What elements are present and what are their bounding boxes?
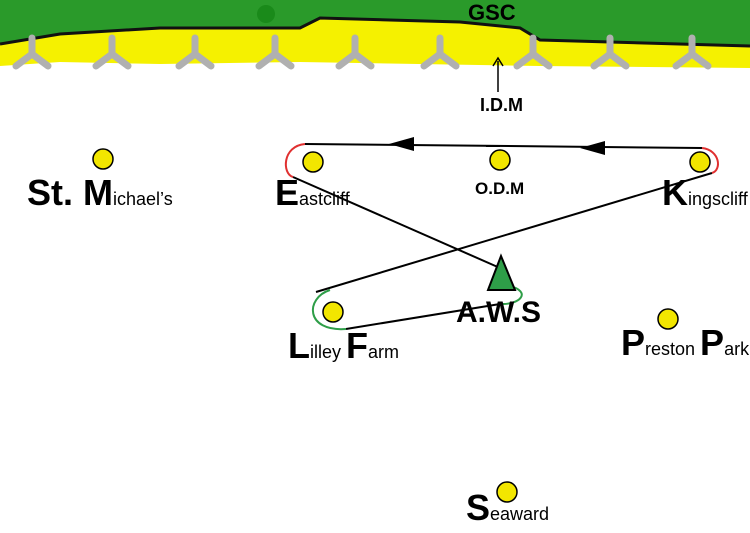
label-preston-initial: P (621, 322, 646, 363)
label-idm: I.D.M (480, 95, 523, 115)
idm-arrow-head (492, 56, 504, 67)
label-odm: O.D.M (475, 179, 525, 198)
label-st-michaels: St. Michael’s (27, 172, 173, 214)
label-lilley-initial: L (288, 325, 310, 366)
groyne-icon (590, 34, 630, 70)
label-preston-rest: reston (645, 339, 701, 359)
land-area (0, 0, 750, 46)
label-seaward: Seaward (466, 487, 549, 529)
lilley-turn-loop (311, 289, 347, 331)
label-eastcliff-initial: E (275, 172, 300, 213)
label-kingscliff: Kingscliff (662, 172, 748, 214)
label-lilley-farm: Lilley Farm (288, 325, 399, 367)
kingscliff-turn-loop (701, 147, 719, 174)
green-dot (257, 5, 275, 23)
groyne-icon (420, 34, 460, 70)
label-seaward-rest: eaward (490, 504, 550, 524)
label-eastcliff-rest: astcliff (299, 189, 350, 209)
groyne-icon (92, 34, 132, 70)
label-st-michaels-initial: St. M (27, 172, 113, 213)
label-farm-rest: arm (368, 342, 400, 362)
route-lilley-to-aws (345, 303, 501, 330)
route-eastcliff-to-aws (292, 176, 501, 269)
route-arrow-line (304, 143, 703, 149)
arrow-head-left (389, 137, 414, 151)
arrow-head-right (580, 141, 605, 155)
aws-triangle (486, 253, 517, 291)
route-kingscliff-to-lilley (315, 172, 713, 293)
groyne-icon (12, 34, 52, 70)
station-st-michaels (92, 148, 114, 170)
station-kingscliff (689, 151, 711, 173)
station-seaward (496, 481, 518, 503)
label-eastcliff: Eastcliff (275, 172, 350, 214)
station-odm (489, 149, 511, 171)
label-kingscliff-rest: ingscliff (688, 189, 748, 209)
groyne-icon (513, 34, 553, 70)
label-lilley-rest: illey (310, 342, 347, 362)
groynes (12, 34, 712, 70)
title-gsc: GSC (468, 0, 516, 25)
label-park-rest: ark (724, 339, 750, 359)
groyne-icon (335, 34, 375, 70)
label-aws: A.W.S (456, 296, 542, 329)
groyne-icon (255, 34, 295, 70)
label-farm-initial: F (346, 325, 369, 366)
groyne-icon (672, 34, 712, 70)
label-st-michaels-rest: ichael’s (113, 189, 173, 209)
label-preston-park: Preston Park (621, 322, 749, 364)
station-preston-park (657, 308, 679, 330)
station-lilley-farm (322, 301, 344, 323)
label-kingscliff-initial: K (662, 172, 688, 213)
station-eastcliff (302, 151, 324, 173)
label-park-initial: P (700, 322, 725, 363)
label-seaward-initial: S (466, 487, 491, 528)
eastcliff-turn-loop (284, 143, 306, 178)
groyne-icon (175, 34, 215, 70)
